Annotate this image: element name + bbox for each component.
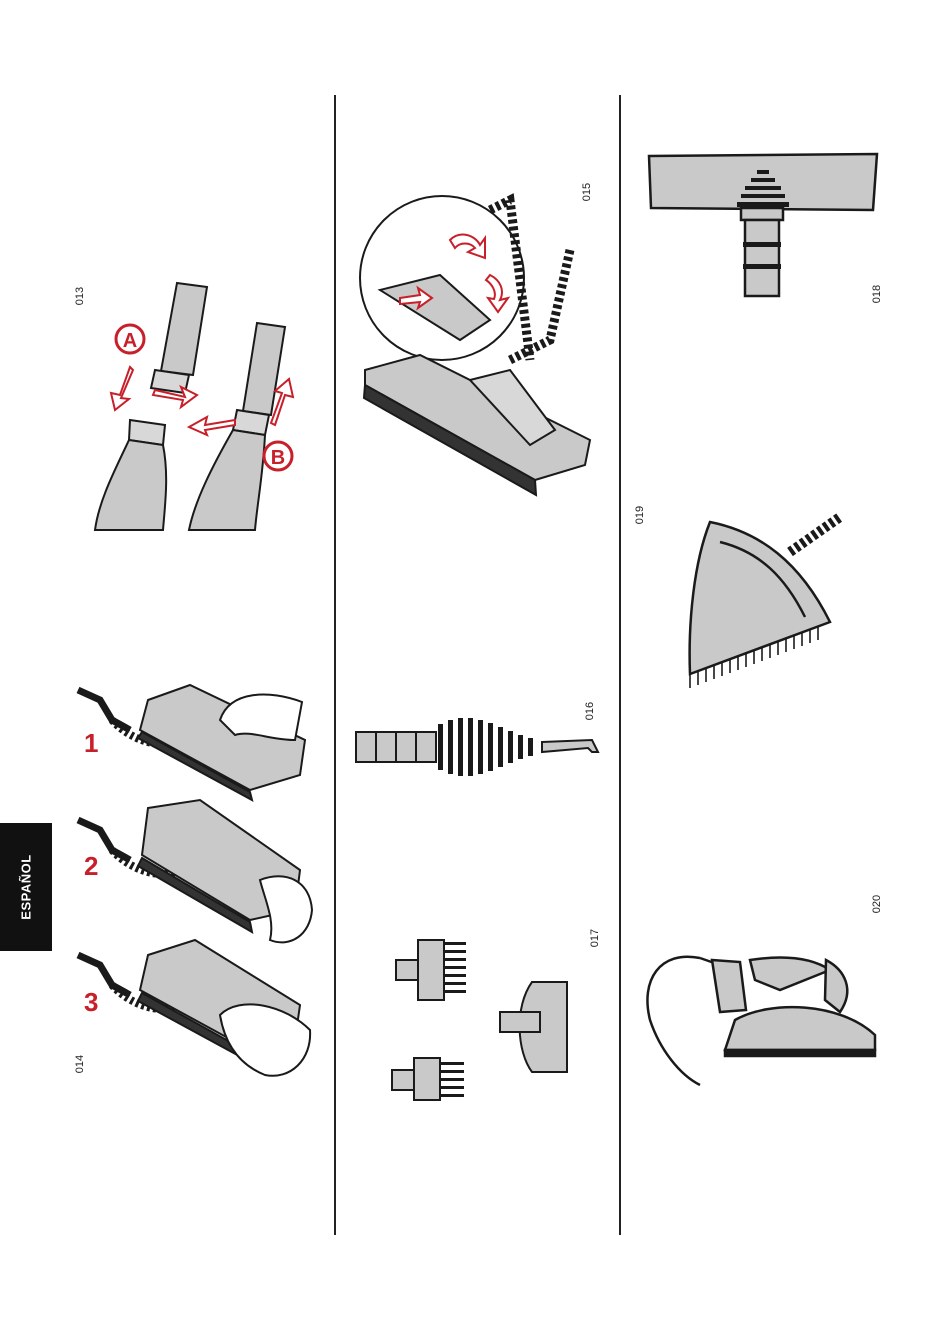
illustration-020-iron — [640, 940, 885, 1090]
callout-a: A — [123, 330, 137, 352]
column-divider-left — [334, 95, 336, 1235]
illustration-014-step-3 — [70, 935, 315, 1085]
illustration-015-brush-detail — [360, 180, 600, 510]
illustration-014-step-1 — [70, 680, 315, 800]
figure-label-019: 019 — [634, 495, 646, 535]
illustration-018-squeegee — [645, 150, 885, 300]
language-tab: ESPAÑOL — [0, 823, 52, 951]
illustration-019-triangle-brush — [680, 512, 855, 692]
illustration-013-tube-connection: A B — [85, 275, 315, 535]
column-divider-right — [619, 95, 621, 1235]
language-tab-label: ESPAÑOL — [19, 854, 34, 919]
illustration-017-round-brushes — [382, 932, 582, 1107]
illustration-014-step-2 — [70, 800, 315, 950]
figure-label-020: 020 — [871, 884, 883, 924]
callout-b: B — [271, 447, 285, 469]
illustration-016-nozzle — [352, 712, 602, 782]
figure-label-017: 017 — [589, 918, 601, 958]
